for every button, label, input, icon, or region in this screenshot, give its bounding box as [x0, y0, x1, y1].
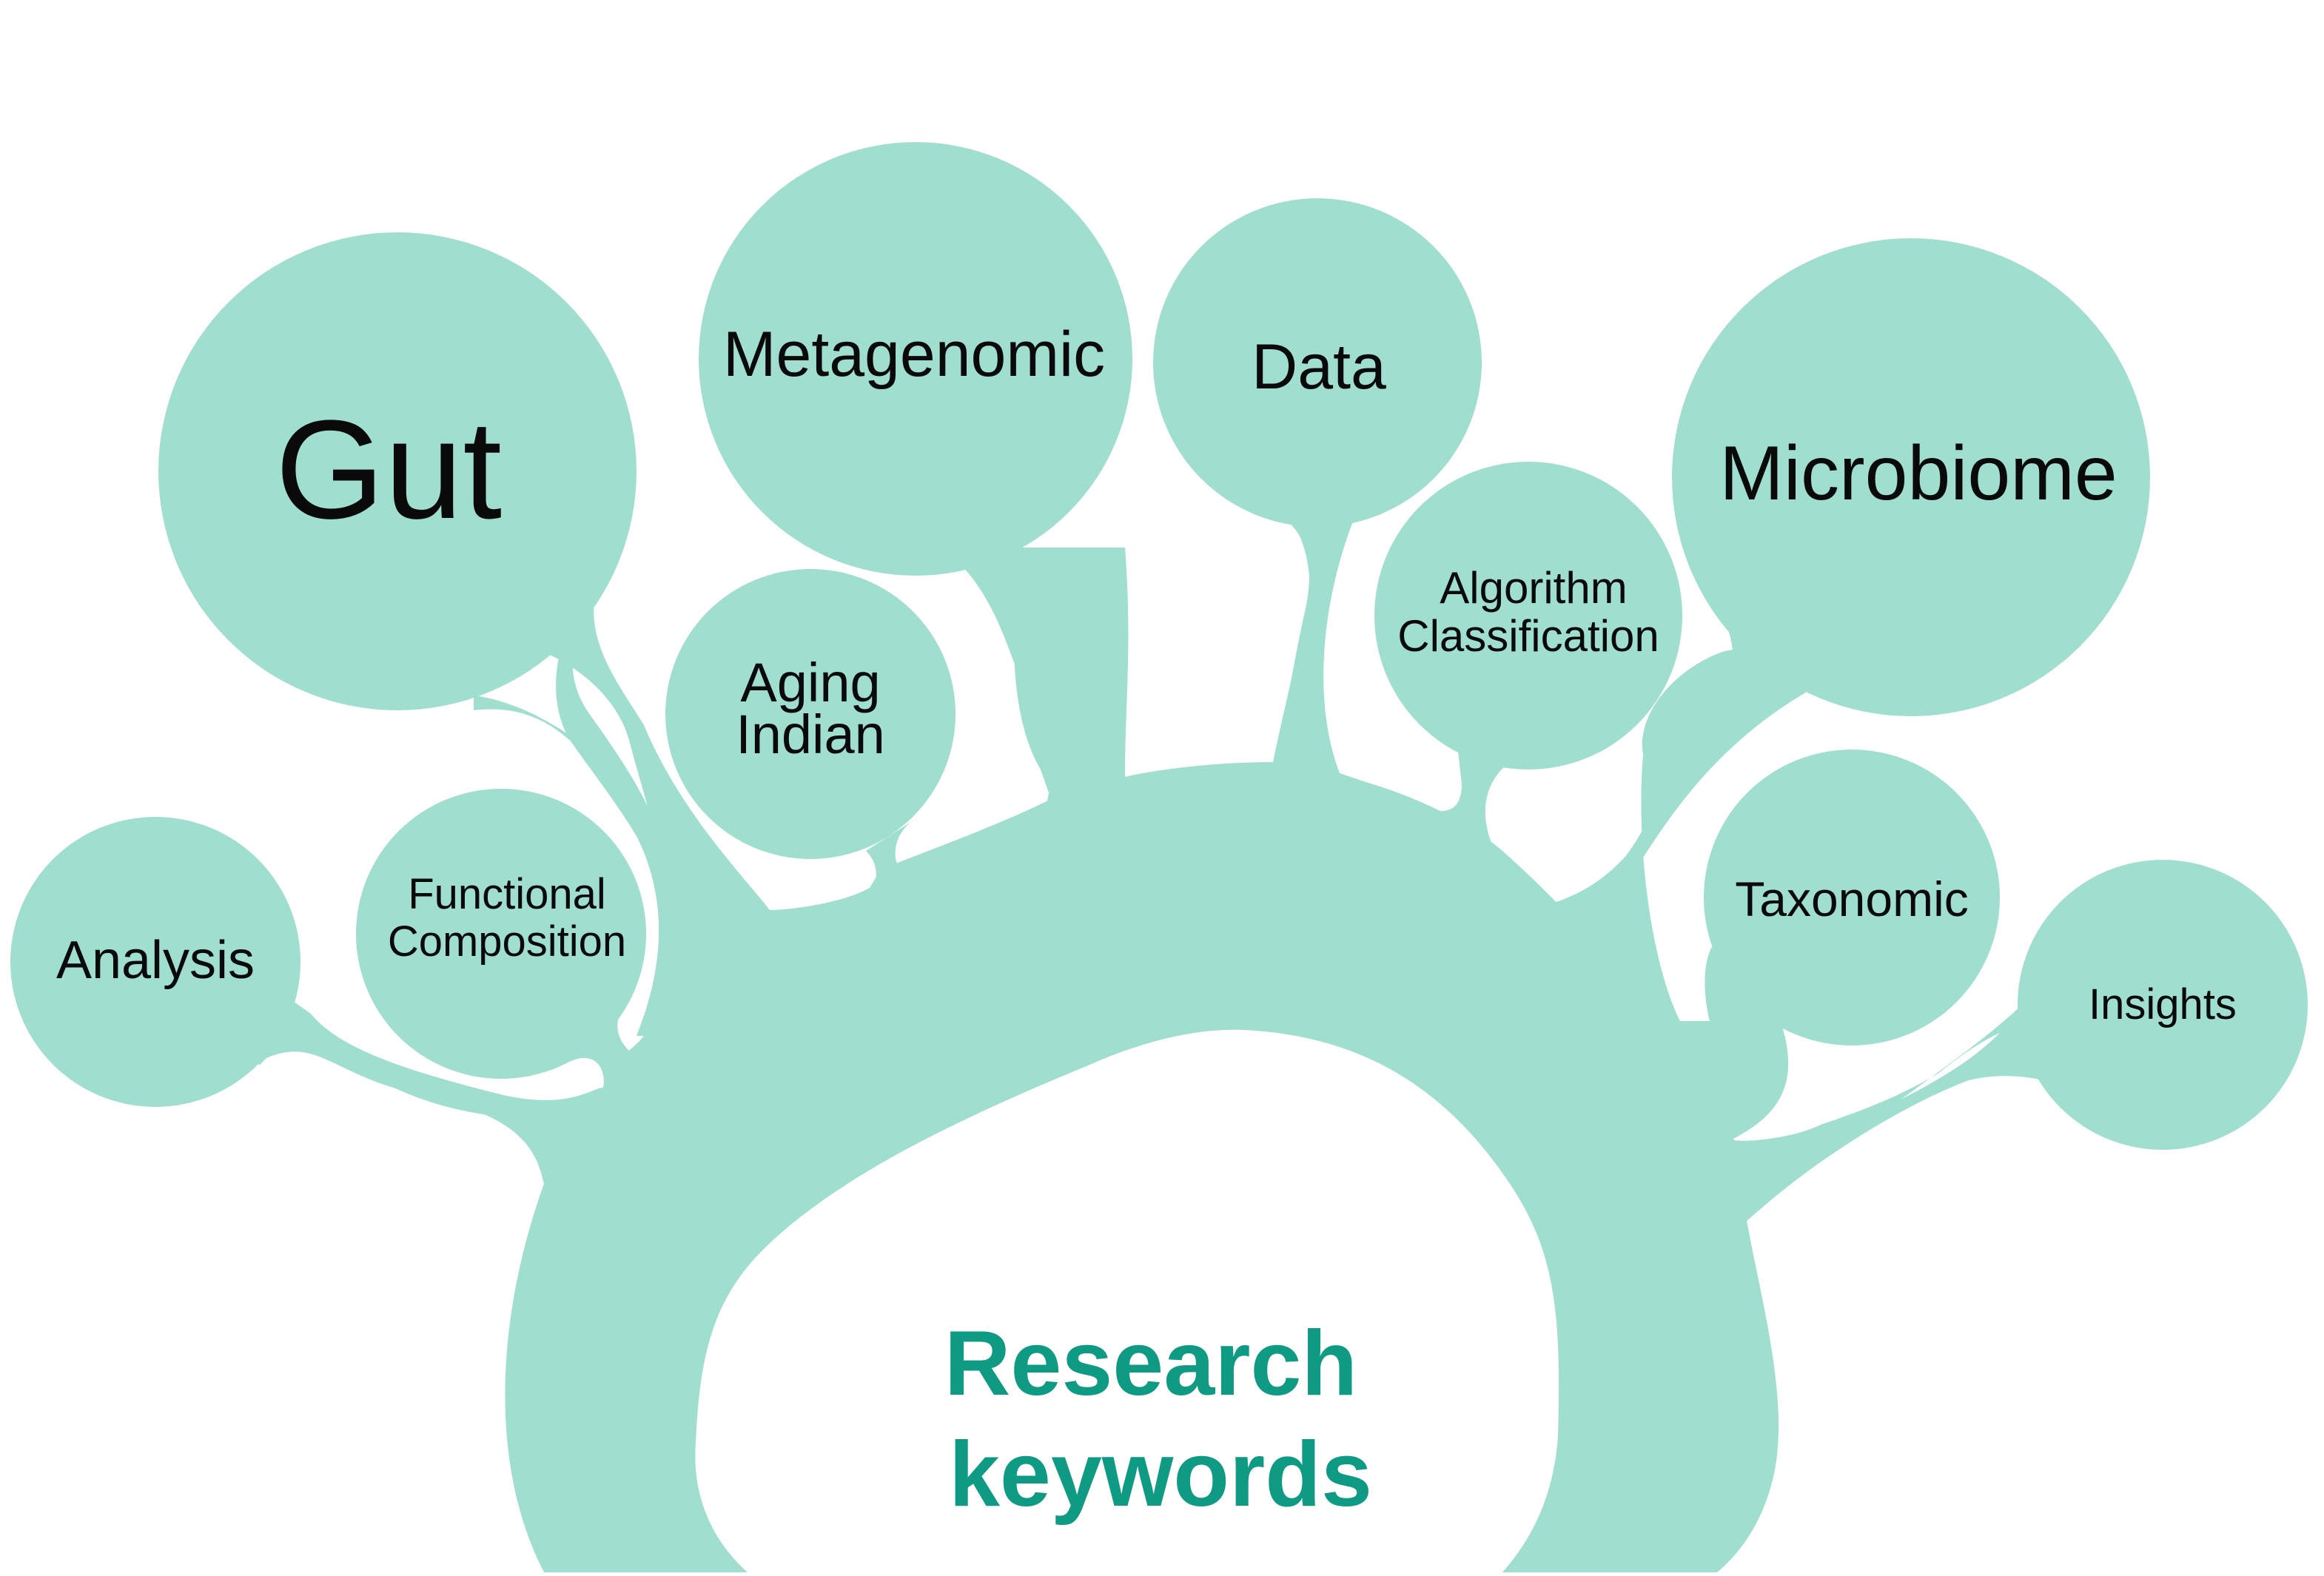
stem-insights	[1724, 1006, 2043, 1221]
bubble-functional-composition	[356, 789, 646, 1079]
label-analysis: Analysis	[56, 931, 255, 990]
label-insights: Insights	[2089, 980, 2237, 1028]
stem-microbiome	[1554, 622, 1813, 906]
bubble-data	[1153, 198, 1482, 527]
bubble-algorithm-classification	[1374, 462, 1682, 770]
center-label-line1: Research	[944, 1313, 1357, 1415]
label-classification: Classification	[1397, 611, 1659, 661]
bubble-taxonomic	[1704, 750, 2000, 1045]
center-label-line2: keywords	[949, 1424, 1372, 1526]
stem-algorithm	[1454, 747, 1510, 851]
stem-gut	[474, 696, 689, 1036]
center-hole	[695, 1029, 1559, 1572]
stem-aging-indian	[866, 818, 918, 892]
stem-analysis	[266, 1006, 562, 1184]
label-microbiome: Microbiome	[1719, 431, 2117, 516]
bubble-shapes	[10, 142, 2308, 1572]
stem-data	[1273, 518, 1354, 773]
bubble-insights	[2018, 860, 2308, 1150]
stem-taxonomic	[1685, 1011, 1791, 1154]
bubble-microbiome	[1672, 238, 2150, 716]
bubble-analysis	[10, 817, 300, 1107]
arch-left-fill	[508, 1043, 1095, 1572]
stem-metagenomic	[962, 548, 1125, 814]
arch-right-fill	[1258, 1030, 1779, 1572]
label-algorithm: Algorithm	[1440, 563, 1627, 613]
label-data: Data	[1252, 331, 1386, 403]
label-composition: Composition	[388, 917, 626, 966]
label-indian: Indian	[736, 704, 885, 765]
bubble-gut	[158, 232, 637, 710]
arch-top-fill	[629, 766, 1747, 1221]
label-metagenomic: Metagenomic	[723, 319, 1105, 390]
label-taxonomic: Taxonomic	[1735, 872, 1968, 926]
bubble-metagenomic	[699, 142, 1132, 576]
stem-functional	[570, 999, 629, 1088]
stem-gut-outer	[556, 585, 659, 836]
label-gut: Gut	[275, 391, 502, 548]
keyword-labels: Gut Metagenomic Data Microbiome Aging In…	[56, 319, 2237, 1526]
label-functional: Functional	[408, 870, 606, 918]
label-aging: Aging	[740, 652, 880, 713]
bubble-aging-indian	[665, 569, 956, 859]
